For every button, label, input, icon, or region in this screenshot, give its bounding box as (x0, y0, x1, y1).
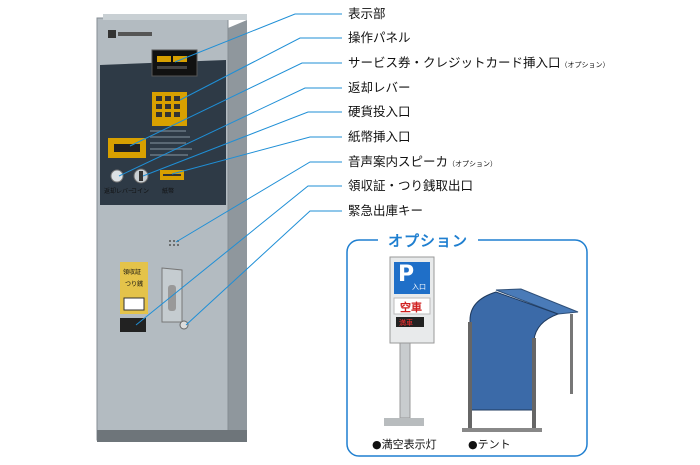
change-tray (120, 318, 146, 332)
vacancy-sign-strip: 満車 (399, 319, 413, 327)
label-receipt-outlet: 領収証・つり銭取出口 (348, 178, 474, 193)
label-card-slot: サービス券・クレジットカード挿入口（オプション） (348, 55, 610, 70)
options-box (346, 239, 588, 457)
tent-canopy (462, 288, 579, 432)
caption-vacancy-display: ●満空表示灯 (372, 438, 437, 451)
label-speaker: 音声案内スピーカ（オプション） (348, 154, 498, 169)
vacancy-sign-sub: 入口 (412, 283, 426, 291)
label-return-lever: 返却レバー (348, 80, 411, 95)
brand-logo (108, 30, 116, 38)
vacancy-sign-letter: P (398, 262, 415, 287)
label-display: 表示部 (348, 6, 386, 21)
label-emergency-key: 緊急出庫キー (348, 203, 424, 218)
caption-tent: ●テント (468, 438, 511, 451)
leader-lines (118, 13, 342, 326)
keypad (152, 92, 187, 126)
label-bill-slot: 紙幣挿入口 (348, 129, 411, 144)
vacancy-sign-status: 空車 (400, 301, 422, 314)
machine-label-lever: 返却レバー (104, 188, 135, 195)
machine-label-bill: 紙幣 (162, 188, 175, 195)
machine-label-coin: コイン (131, 188, 150, 195)
options-title: オプション (378, 230, 478, 251)
label-coin-slot: 硬貨投入口 (348, 104, 411, 119)
instruction-text-lines (150, 130, 192, 156)
emergency-key (179, 320, 189, 330)
return-lever (110, 169, 124, 183)
machine-label-change: つり銭 (125, 281, 144, 288)
label-operation-panel: 操作パネル (348, 30, 411, 45)
display-section (100, 49, 226, 205)
vacancy-display-sign (384, 256, 435, 426)
machine-label-receipt: 領収証 (123, 269, 142, 276)
